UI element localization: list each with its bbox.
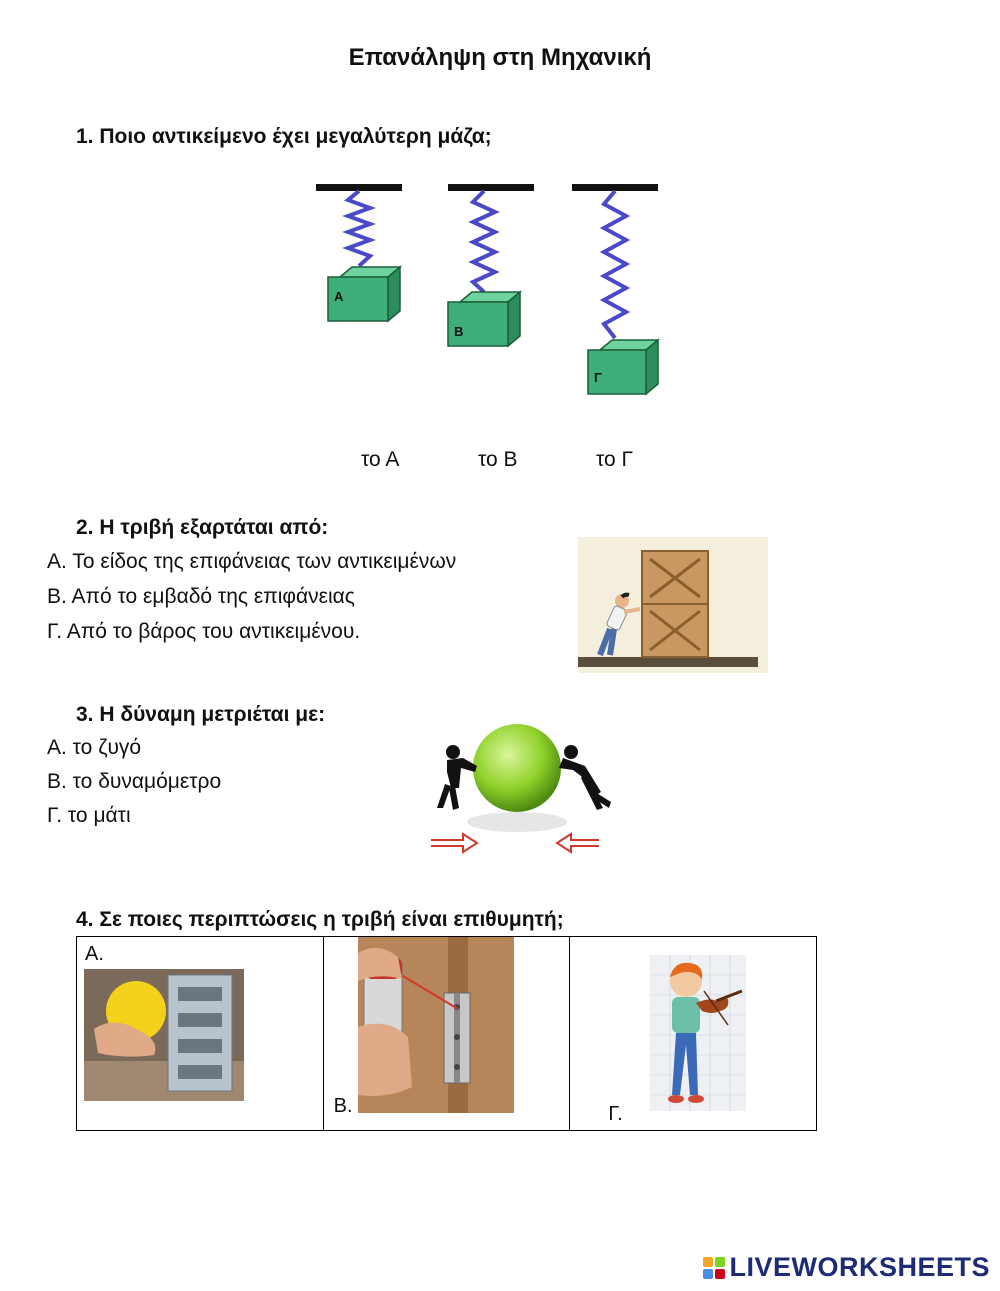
q2-option-c[interactable]: Γ. Από το βάρος του αντικειμένου.: [47, 620, 361, 643]
spring-a: [342, 189, 376, 268]
violin-boy-icon: [650, 955, 747, 1111]
spring-c: [599, 189, 631, 340]
case-cell-c[interactable]: Γ.: [569, 936, 817, 1131]
case-label-a: Α.: [85, 943, 104, 965]
question-2-heading: 2. Η τριβή εξαρτάται από:: [76, 516, 329, 539]
q2-option-a[interactable]: Α. Το είδος της επιφάνειας των αντικειμέ…: [47, 550, 457, 573]
spring-b: [468, 189, 500, 294]
logo-text: LIVEWORKSHEETS: [729, 1252, 990, 1282]
lemon-grater-icon: [84, 969, 244, 1101]
person-pushing-icon: [597, 592, 641, 657]
liveworksheets-logo[interactable]: LIVEWORKSHEETS: [703, 1252, 990, 1283]
case-label-c: Γ.: [608, 1103, 623, 1125]
box-b: [447, 290, 523, 348]
q3-option-a[interactable]: Α. το ζυγό: [47, 736, 142, 759]
box-a-label: Α: [334, 289, 344, 304]
ceiling-bar-c: [572, 184, 658, 191]
case-cell-a[interactable]: Α.: [76, 936, 324, 1131]
q3-option-c[interactable]: Γ. το μάτι: [47, 804, 131, 827]
case-cell-b[interactable]: Β.: [322, 936, 571, 1131]
case-label-b: Β.: [333, 1095, 353, 1117]
q2-option-b[interactable]: Β. Από το εμβαδό της επιφάνειας: [47, 585, 355, 608]
box-c-label: Γ: [594, 370, 602, 385]
ceiling-bar-b: [448, 184, 534, 191]
box-a: [327, 265, 403, 323]
answer-option-b[interactable]: το Β: [478, 448, 518, 471]
box-c: [587, 338, 661, 396]
ball-forces-illustration: [431, 724, 611, 854]
crate-icon: [641, 550, 709, 658]
page-title: Επανάληψη στη Μηχανική: [348, 44, 652, 71]
logo-squares-icon: [703, 1256, 726, 1279]
question-1-heading: 1. Ποιο αντικείμενο έχει μεγαλύτερη μάζα…: [76, 125, 492, 148]
ball-icon: [473, 724, 561, 812]
left-pusher-icon: [437, 745, 477, 810]
spray-hinge-icon: [357, 937, 514, 1113]
q3-option-b[interactable]: Β. το δυναμόμετρο: [47, 770, 222, 793]
right-arrow-icon: [555, 832, 599, 854]
ceiling-bar-a: [316, 184, 402, 191]
left-arrow-icon: [431, 832, 479, 854]
question-4-heading: 4. Σε ποιες περιπτώσεις η τριβή είναι επ…: [76, 908, 564, 931]
answer-option-a[interactable]: το Α: [361, 448, 400, 471]
right-pusher-icon: [559, 745, 611, 810]
answer-option-c[interactable]: το Γ: [596, 448, 634, 471]
pushing-crate-illustration: [578, 537, 768, 673]
box-b-label: Β: [454, 324, 463, 339]
question-3-heading: 3. Η δύναμη μετριέται με:: [76, 703, 326, 726]
cases-table: Α.: [76, 936, 817, 1131]
spring-boxes-illustration: Α Β Γ: [316, 184, 661, 396]
